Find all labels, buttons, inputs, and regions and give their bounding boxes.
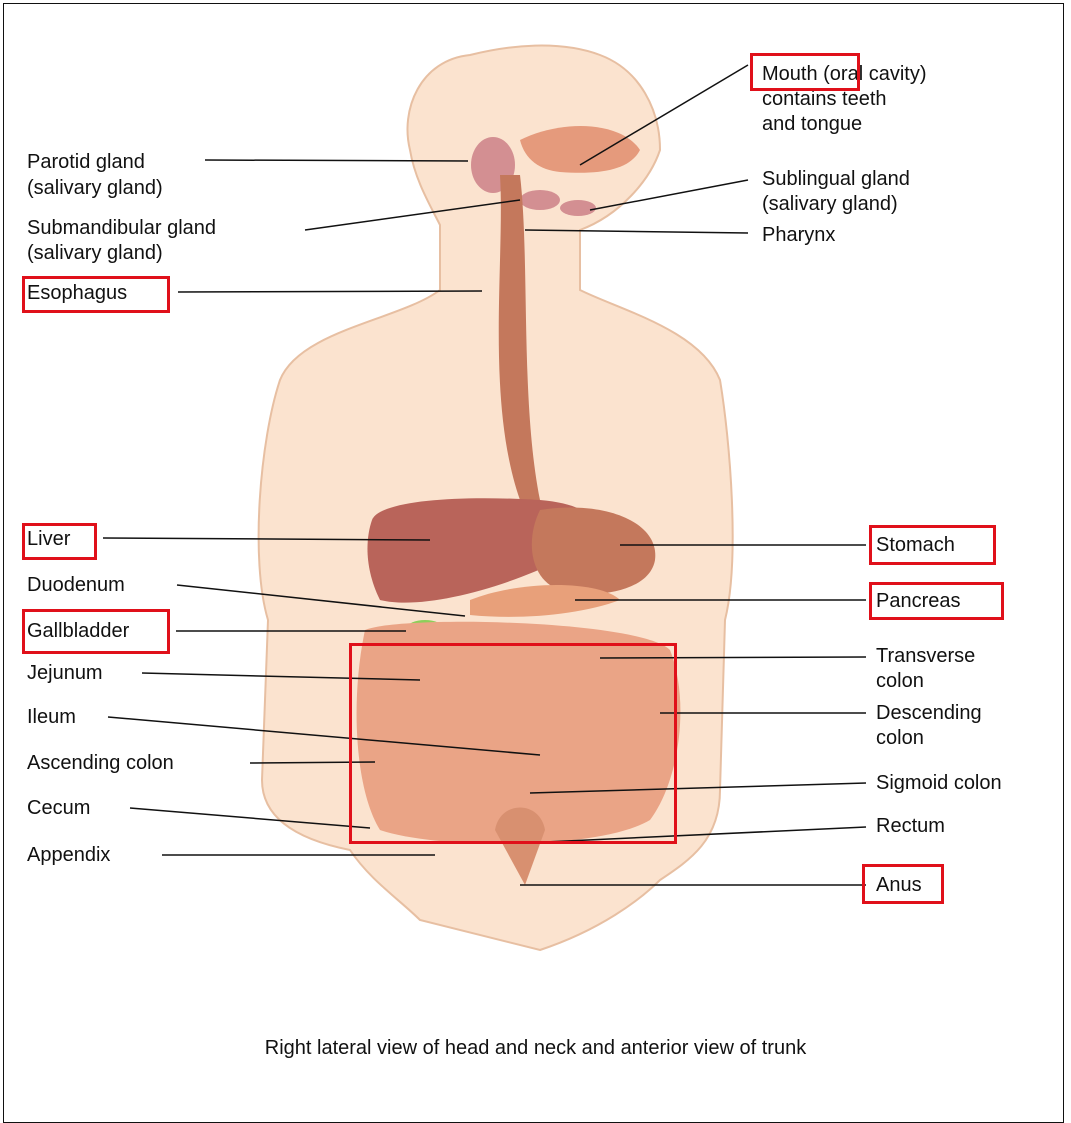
label-submandibular-gland-note: (salivary gland) xyxy=(27,242,163,265)
label-ileum: Ileum xyxy=(27,706,76,729)
label-jejunum: Jejunum xyxy=(27,662,103,685)
label-descending-colon: Descending xyxy=(876,702,982,725)
label-descending-colon-2: colon xyxy=(876,727,924,750)
label-cecum: Cecum xyxy=(27,797,90,820)
label-rectum: Rectum xyxy=(876,815,945,838)
label-appendix: Appendix xyxy=(27,844,110,867)
highlight-box-gallbladder xyxy=(22,609,170,654)
label-transverse-colon: Transverse xyxy=(876,645,975,668)
label-mouth-note-1: contains teeth xyxy=(762,88,887,111)
label-mouth-note-2: and tongue xyxy=(762,113,862,136)
highlight-box-liver xyxy=(22,523,97,560)
highlight-box-pancreas xyxy=(869,582,1004,620)
figure-caption: Right lateral view of head and neck and … xyxy=(0,1037,1071,1060)
label-duodenum: Duodenum xyxy=(27,574,125,597)
highlight-box-intestines xyxy=(349,643,677,844)
highlight-box-stomach xyxy=(869,525,996,565)
label-parotid-gland: Parotid gland xyxy=(27,151,145,174)
highlight-box-anus xyxy=(862,864,944,904)
highlight-box-esophagus xyxy=(22,276,170,313)
label-parotid-gland-note: (salivary gland) xyxy=(27,177,163,200)
label-sigmoid-colon: Sigmoid colon xyxy=(876,772,1002,795)
label-pharynx: Pharynx xyxy=(762,224,835,247)
highlight-box-mouth xyxy=(750,53,860,91)
label-submandibular-gland: Submandibular gland xyxy=(27,217,216,240)
label-sublingual-gland-note: (salivary gland) xyxy=(762,193,898,216)
label-transverse-colon-2: colon xyxy=(876,670,924,693)
label-ascending-colon: Ascending colon xyxy=(27,752,174,775)
label-sublingual-gland: Sublingual gland xyxy=(762,168,910,191)
